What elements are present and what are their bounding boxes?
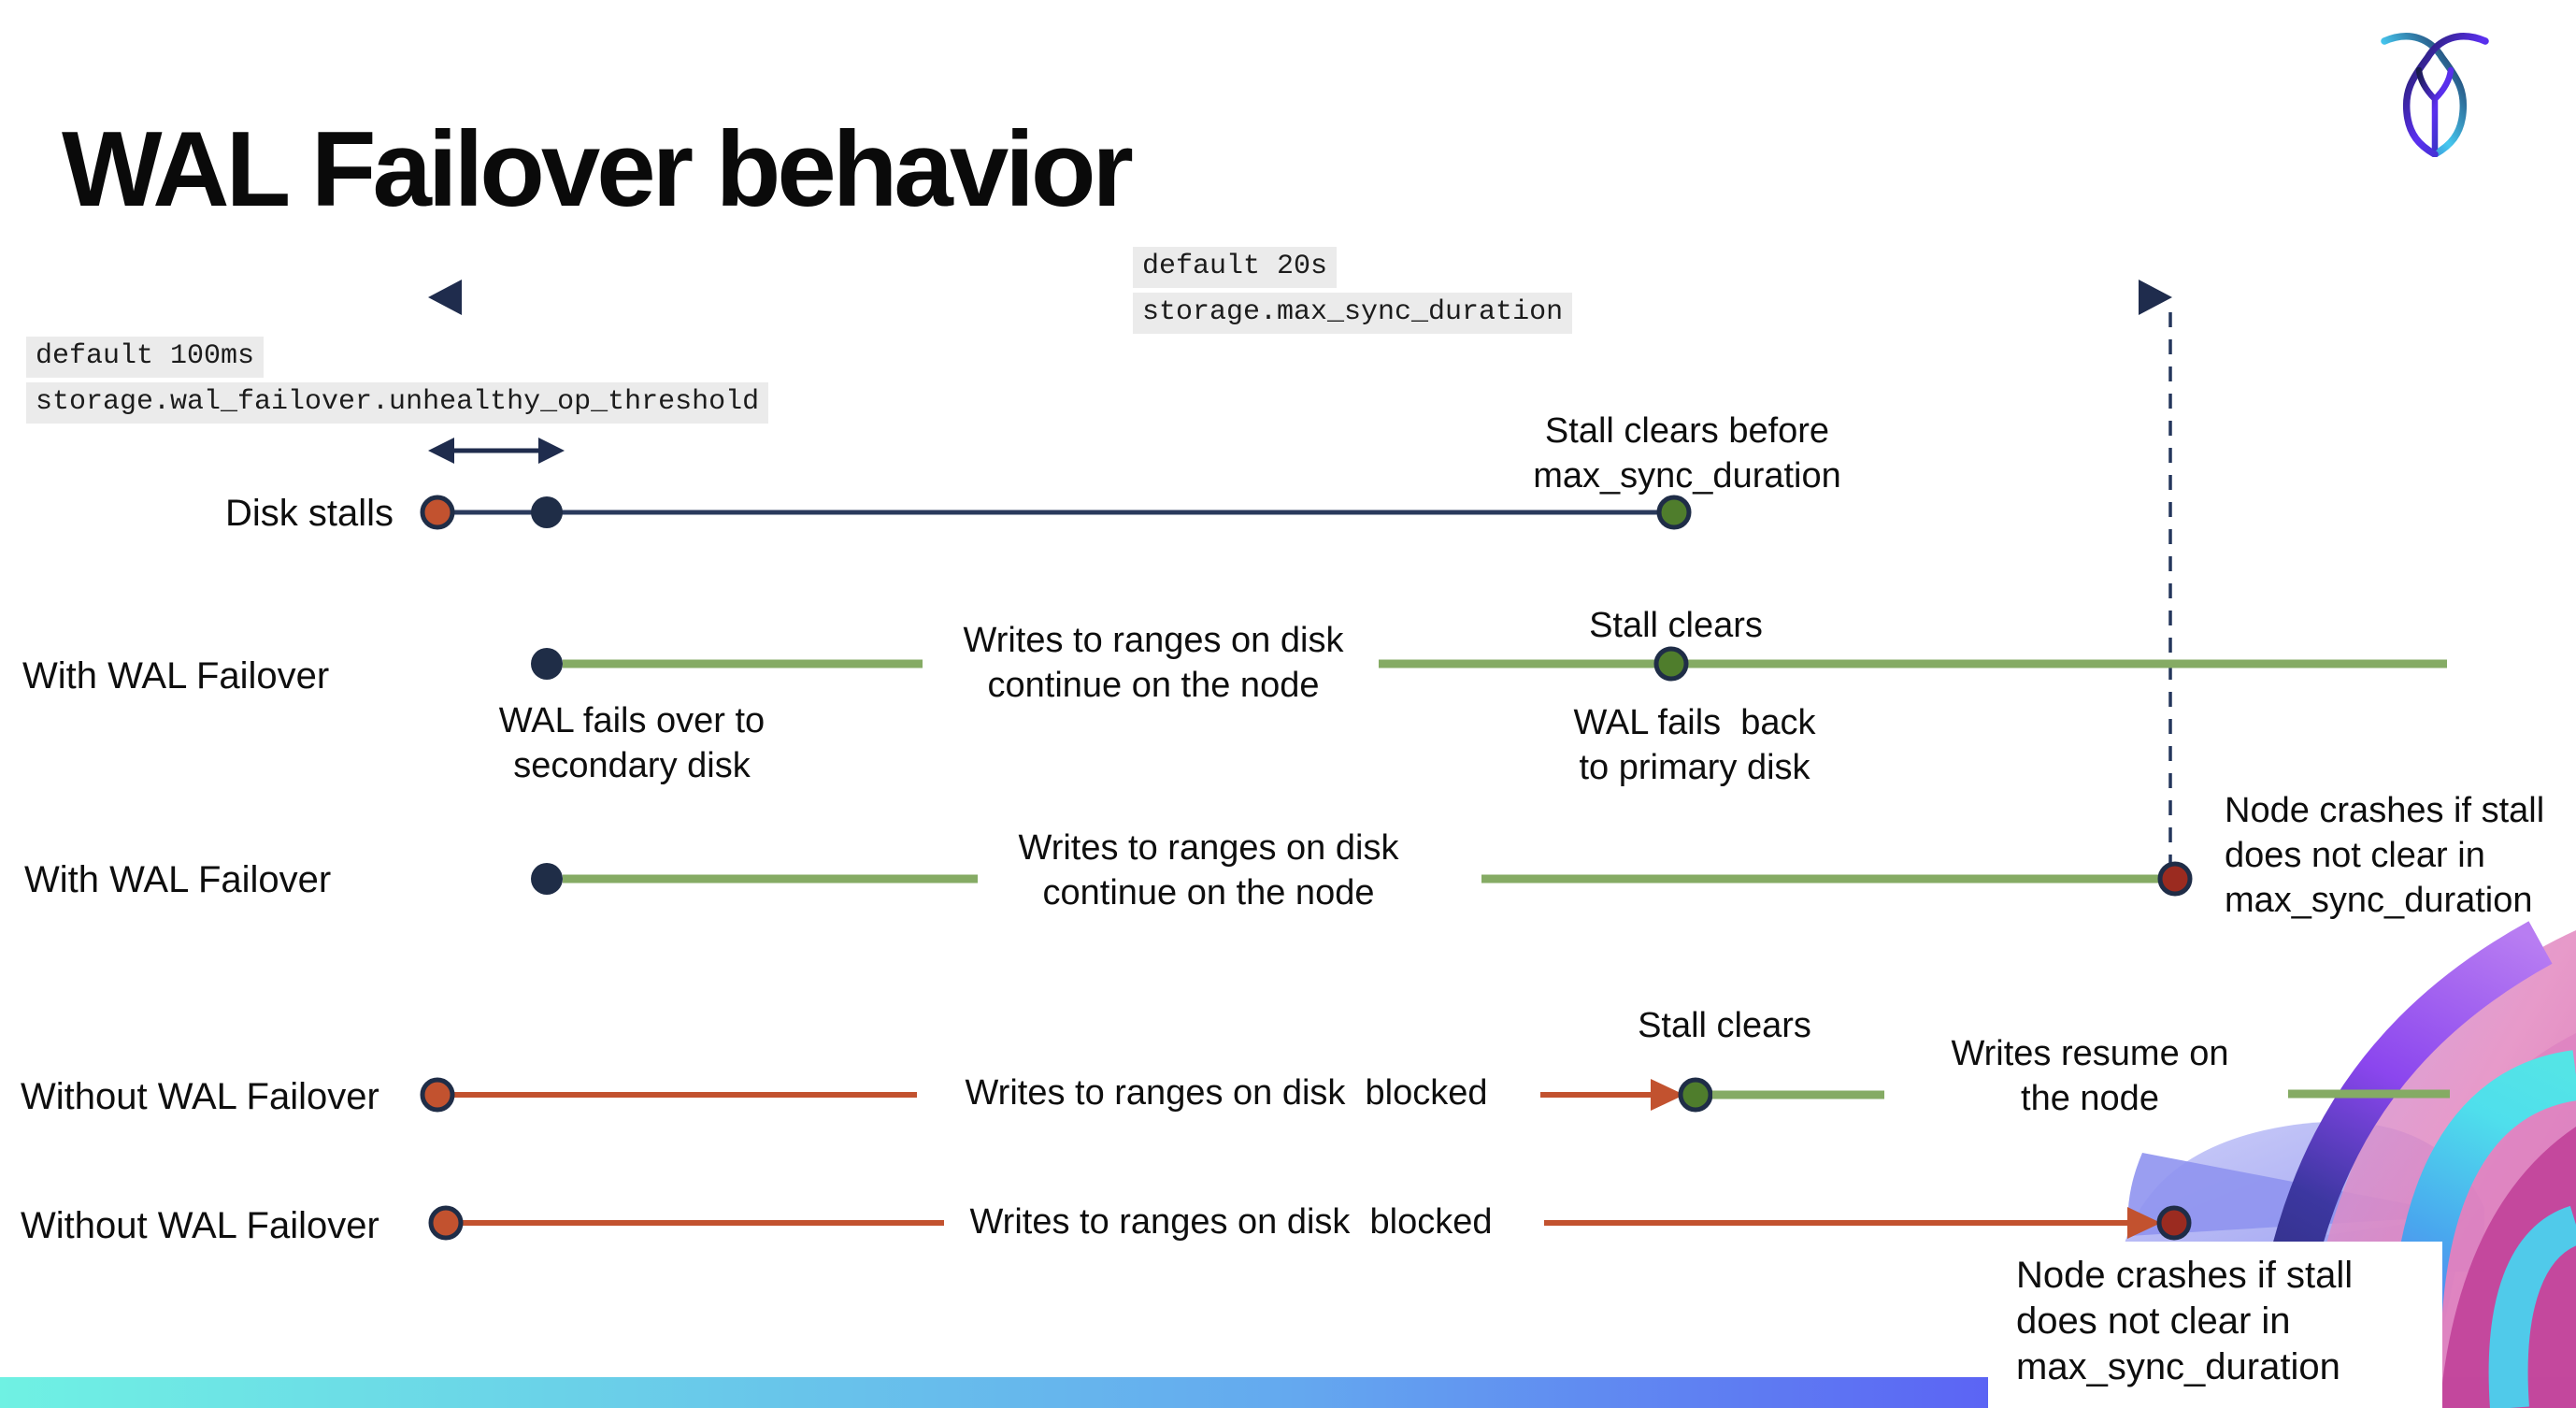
annotation-stall-clears: Stall clears [1638, 1006, 1811, 1045]
annotation-wal-fails-over: WAL fails over to secondary disk [498, 701, 766, 785]
failover-dot [531, 648, 563, 680]
timeline-with-failover-clears [531, 646, 2447, 682]
page-title: WAL Failover behavior [62, 110, 1134, 230]
setting-name: storage.max_sync_duration [1133, 293, 1573, 334]
stall-start-dot [420, 1077, 455, 1113]
arrowhead-left [428, 280, 462, 315]
annotation-stall-clears-before: Stall clears before max_sync_duration [1533, 411, 1841, 496]
node-crash-dot [2157, 861, 2193, 897]
annotation-writes-continue: Writes to ranges on disk continue on the… [963, 621, 1344, 705]
timeline-disk-stalls [420, 495, 1692, 530]
arrowhead-right [1651, 1079, 1684, 1111]
row-label-with-wal-failover: With WAL Failover [24, 859, 332, 900]
stall-clears-dot [1653, 646, 1689, 682]
annotation-writes-continue: Writes to ranges on disk continue on the… [1018, 828, 1399, 912]
cockroachdb-logo-icon [2381, 33, 2489, 157]
annotation-writes-resume: Writes resume on the node [1951, 1034, 2229, 1118]
row-label-disk-stalls: Disk stalls [225, 493, 394, 534]
stall-start-dot [420, 495, 455, 530]
stall-start-dot [428, 1205, 464, 1241]
row-label-without-wal-failover: Without WAL Failover [21, 1205, 379, 1246]
annotation-node-crashes: Node crashes if stall does not clear in … [2016, 1255, 2354, 1388]
timeline-with-failover-crash [531, 861, 2193, 897]
node-crash-dot [2156, 1205, 2192, 1241]
stall-clears-dot [1656, 495, 1692, 530]
setting-name: storage.wal_failover.unhealthy_op_thresh… [26, 382, 769, 424]
row-label-without-wal-failover: Without WAL Failover [21, 1076, 379, 1117]
arrowhead-right [2127, 1207, 2161, 1239]
max-sync-duration-callout: default 20s storage.max_sync_duration [1133, 247, 1573, 338]
timeline-without-failover-clears [420, 1077, 2450, 1113]
stall-clears-dot [1678, 1077, 1713, 1113]
annotation-stall-clears: Stall clears [1589, 606, 1763, 645]
annotation-writes-blocked: Writes to ranges on disk blocked [969, 1202, 1493, 1242]
arrowhead-right [2139, 280, 2172, 315]
unhealthy-op-threshold-callout: default 100ms storage.wal_failover.unhea… [26, 337, 769, 428]
node-crash-callout-box: Node crashes if stall does not clear in … [1988, 1242, 2442, 1408]
annotation-writes-blocked: Writes to ranges on disk blocked [965, 1073, 1488, 1113]
setting-default-value: default 20s [1133, 247, 1338, 288]
failover-dot [531, 863, 563, 895]
annotation-node-crashes: Node crashes if stall does not clear in … [2225, 791, 2545, 920]
annotation-wal-fails-back: WAL fails back to primary disk [1573, 703, 1816, 787]
timeline-without-failover-crash [428, 1205, 2192, 1241]
setting-default-value: default 100ms [26, 337, 265, 378]
row-label-with-wal-failover: With WAL Failover [22, 655, 330, 697]
threshold-dot [531, 496, 563, 528]
unhealthy-op-threshold-arrow [428, 438, 565, 464]
